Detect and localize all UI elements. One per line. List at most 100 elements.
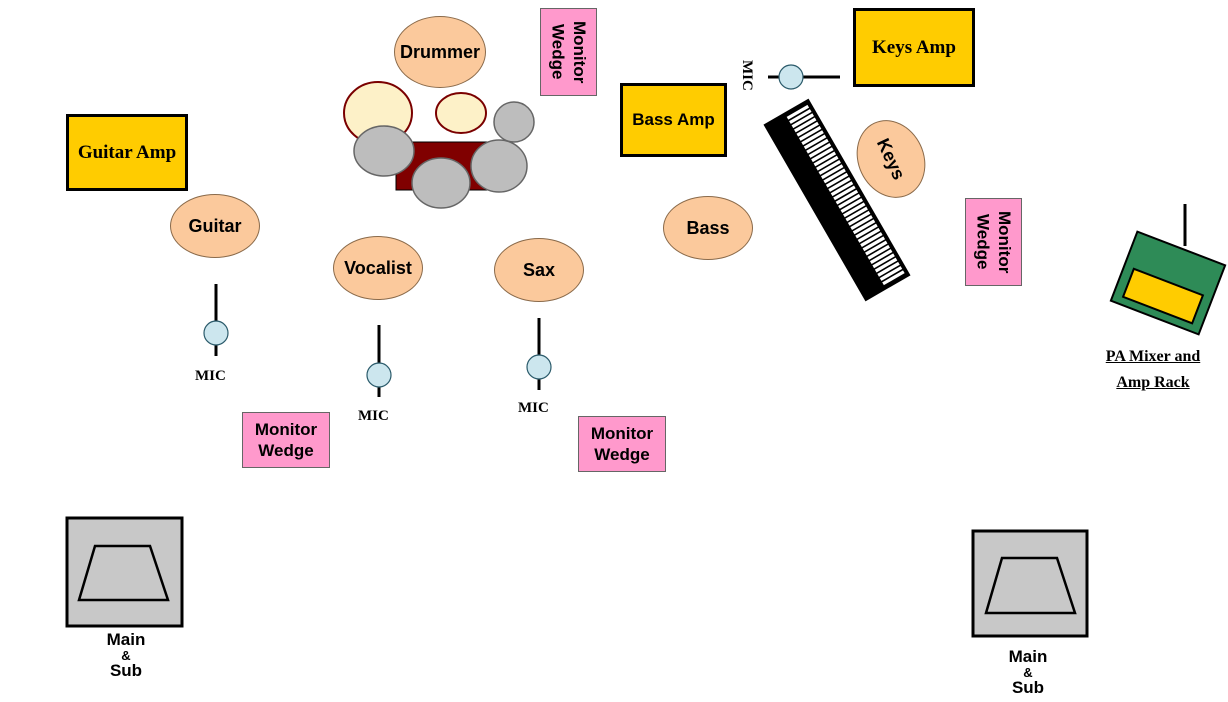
monitor-line-1: Monitor	[590, 423, 654, 443]
monitor-line-2: Wedge	[258, 441, 314, 460]
monitor-line-2: Wedge	[973, 214, 993, 270]
mic-icon	[778, 64, 804, 90]
keyboard-key	[835, 189, 859, 205]
keyboard-key	[845, 206, 868, 222]
keyboard-key	[879, 266, 903, 281]
main-speaker-right	[971, 529, 1089, 638]
keyboard-key	[813, 151, 837, 167]
monitor-wedge-drums: Monitor Wedge	[540, 8, 597, 96]
mic-icon	[366, 362, 392, 388]
keyboard-key	[796, 121, 819, 137]
guitar-label: Guitar	[188, 215, 242, 236]
monitor-line-1: Monitor	[994, 210, 1014, 274]
pa-label-line-2: Amp Rack	[1116, 374, 1190, 392]
keyboard-key	[867, 244, 890, 260]
main-sub-label-left: Main & Sub	[88, 631, 164, 680]
mic-label-guitar: MIC	[195, 368, 226, 384]
mic-sax	[526, 318, 552, 390]
mic-vocalist	[366, 325, 392, 397]
keyboard-key	[818, 159, 841, 175]
keyboard-key	[869, 249, 893, 264]
vocalist-label: Vocalist	[344, 257, 412, 278]
keyboard	[763, 98, 911, 302]
player-guitar: Guitar	[170, 194, 260, 258]
mic-icon	[203, 320, 229, 346]
monitor-wedge-text: Monitor Wedge	[547, 21, 590, 83]
keys-amp: Keys Amp	[853, 8, 975, 87]
mic-label-sax: MIC	[518, 400, 549, 416]
keyboard-key	[860, 232, 883, 247]
cymbal-right	[470, 139, 528, 193]
pa-mixer-rack	[1109, 204, 1227, 336]
mic-label-vocalist: MIC	[358, 408, 389, 424]
mic-guitar	[203, 284, 229, 356]
monitor-wedge-text: Monitor Wedge	[972, 211, 1015, 273]
keyboard-key	[803, 134, 827, 150]
bass-amp: Bass Amp	[620, 83, 727, 157]
keyboard-key	[794, 117, 817, 133]
keyboard-key	[862, 236, 886, 252]
keyboard-key	[865, 240, 888, 256]
keys-label: Keys	[873, 135, 910, 183]
mic-icon	[526, 354, 552, 380]
keyboard-key	[843, 202, 866, 218]
main-speaker-left	[65, 516, 184, 628]
player-bass: Bass	[663, 196, 753, 260]
monitor-line-1: Monitor	[569, 20, 589, 84]
mic-label-keys: MIC	[739, 60, 755, 91]
player-drummer: Drummer	[394, 16, 486, 88]
cymbal-small	[493, 101, 535, 143]
keyboard-key	[825, 172, 849, 188]
main-sub-label-right: Main & Sub	[990, 648, 1066, 697]
keyboard-key	[877, 261, 900, 277]
keyboard-key	[789, 109, 812, 124]
keyboard-key	[828, 176, 851, 192]
keys-amp-label: Keys Amp	[872, 36, 956, 58]
keyboard-key	[850, 215, 873, 231]
cymbal-left	[353, 125, 415, 177]
sax-label: Sax	[522, 259, 556, 280]
drummer-label: Drummer	[399, 41, 481, 62]
tom-drum	[435, 92, 487, 134]
drum-kit	[343, 81, 535, 209]
main-text: Main	[1008, 647, 1048, 666]
keyboard-key	[808, 143, 832, 158]
monitor-line-1: Monitor	[254, 419, 318, 439]
main-text: Main	[106, 630, 146, 649]
keyboard-key	[855, 223, 878, 239]
keyboard-key	[874, 257, 898, 273]
keyboard-key	[872, 253, 895, 269]
keyboard-key	[857, 227, 881, 243]
guitar-amp: Guitar Amp	[66, 114, 188, 191]
keyboard-key	[830, 181, 854, 197]
keyboard-key	[816, 155, 839, 171]
keyboard-key	[823, 168, 846, 184]
monitor-line-2: Wedge	[594, 445, 650, 464]
keyboard-key	[820, 164, 844, 180]
player-vocalist: Vocalist	[333, 236, 423, 300]
keyboard-key	[806, 138, 829, 154]
keyboard-key	[840, 198, 864, 214]
monitor-wedge-vocal: Monitor Wedge	[242, 412, 330, 468]
cymbal-bottom	[411, 157, 471, 209]
guitar-amp-label: Guitar Amp	[77, 141, 177, 163]
keyboard-key	[838, 193, 861, 209]
keyboard-key	[811, 147, 834, 163]
keyboard-key	[852, 219, 876, 235]
monitor-line-2: Wedge	[548, 24, 568, 80]
keyboard-key	[847, 210, 871, 226]
bass-label: Bass	[686, 217, 730, 238]
ampersand-text: &	[1023, 664, 1033, 680]
keyboard-key	[798, 126, 822, 141]
monitor-wedge-sax: Monitor Wedge	[578, 416, 666, 472]
sub-text: Sub	[1011, 678, 1045, 698]
player-sax: Sax	[494, 238, 584, 302]
keyboard-key	[786, 104, 810, 120]
keyboard-key	[791, 113, 815, 129]
ampersand-text: &	[121, 647, 131, 663]
sub-text: Sub	[109, 661, 143, 681]
pa-mixer-label: PA Mixer and Amp Rack	[1078, 344, 1228, 397]
keyboard-key	[801, 130, 824, 146]
keyboard-key	[882, 270, 905, 286]
mic-keys	[768, 64, 840, 90]
